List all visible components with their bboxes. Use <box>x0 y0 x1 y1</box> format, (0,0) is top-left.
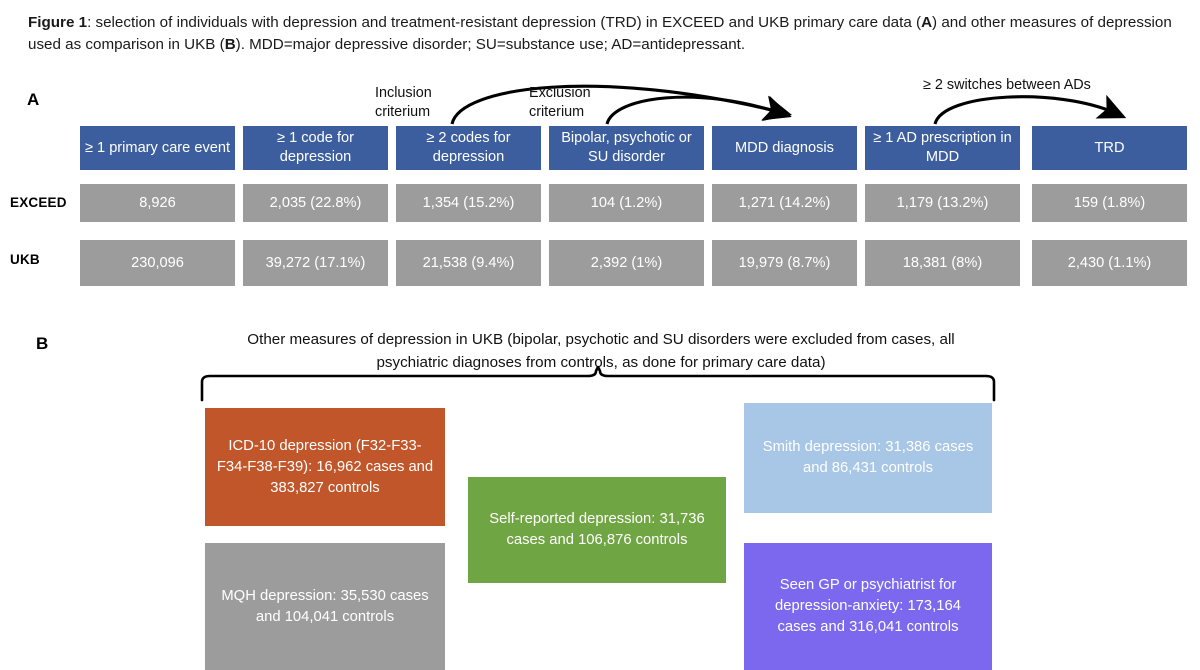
measure-box-smith-depression[interactable]: Smith depression: 31,386 cases and 86,43… <box>744 403 992 513</box>
annotation-exclusion-criterium: Exclusion criterium <box>529 85 591 120</box>
cell-ukb-2: 39,272 (17.1%) <box>243 240 388 286</box>
figure-caption: Figure 1: selection of individuals with … <box>28 12 1178 56</box>
measure-box-self-reported-depression[interactable]: Self-reported depression: 31,736 cases a… <box>468 477 726 583</box>
cell-exceed-3: 1,354 (15.2%) <box>396 184 541 222</box>
annotation-two-switches: ≥ 2 switches between ADs <box>923 77 1091 93</box>
stage-box-3[interactable]: ≥ 2 codes for depression <box>396 126 541 170</box>
cell-ukb-1: 230,096 <box>80 240 235 286</box>
cell-ukb-3: 21,538 (9.4%) <box>396 240 541 286</box>
stage-box-2[interactable]: ≥ 1 code for depression <box>243 126 388 170</box>
panel-b-bracket <box>200 366 996 402</box>
cell-exceed-4: 104 (1.2%) <box>549 184 704 222</box>
measure-box-mqh-depression[interactable]: MQH depression: 35,530 cases and 104,041… <box>205 543 445 670</box>
cell-exceed-6: 1,179 (13.2%) <box>865 184 1020 222</box>
cell-exceed-1: 8,926 <box>80 184 235 222</box>
stage-box-7[interactable]: TRD <box>1032 126 1187 170</box>
cell-ukb-7: 2,430 (1.1%) <box>1032 240 1187 286</box>
measure-box-seen-gp-psychiatrist[interactable]: Seen GP or psychiatrist for depression-a… <box>744 543 992 670</box>
caption-text-1: : selection of individuals with depressi… <box>87 14 922 31</box>
panel-b-label: B <box>36 334 49 353</box>
flow-arrows <box>450 84 1127 125</box>
cell-exceed-2: 2,035 (22.8%) <box>243 184 388 222</box>
annotation-inclusion-criterium: Inclusion criterium <box>375 85 432 120</box>
cell-ukb-5: 19,979 (8.7%) <box>712 240 857 286</box>
cell-ukb-4: 2,392 (1%) <box>549 240 704 286</box>
stage-box-1[interactable]: ≥ 1 primary care event <box>80 126 235 170</box>
panel-a-label: A <box>27 90 40 109</box>
measure-box-icd10-depression[interactable]: ICD-10 depression (F32-F33-F34-F38-F39):… <box>205 408 445 526</box>
caption-bold-b: B <box>224 36 236 53</box>
cell-ukb-6: 18,381 (8%) <box>865 240 1020 286</box>
row-label-ukb: UKB <box>10 252 40 267</box>
stage-box-4[interactable]: Bipolar, psychotic or SU disorder <box>549 126 704 170</box>
caption-text-2: ) and other measures of depression used … <box>28 14 1172 53</box>
stage-box-6[interactable]: ≥ 1 AD prescription in MDD <box>865 126 1020 170</box>
caption-bold-a: A <box>921 14 933 31</box>
cell-exceed-7: 159 (1.8%) <box>1032 184 1187 222</box>
cell-exceed-5: 1,271 (14.2%) <box>712 184 857 222</box>
panel-b-header: Other measures of depression in UKB (bip… <box>247 331 955 371</box>
caption-text-3: ). MDD=major depressive disorder; SU=sub… <box>235 36 746 53</box>
row-label-exceed: EXCEED <box>10 195 67 210</box>
caption-figure-number: Figure 1 <box>28 14 88 31</box>
stage-box-5[interactable]: MDD diagnosis <box>712 126 857 170</box>
